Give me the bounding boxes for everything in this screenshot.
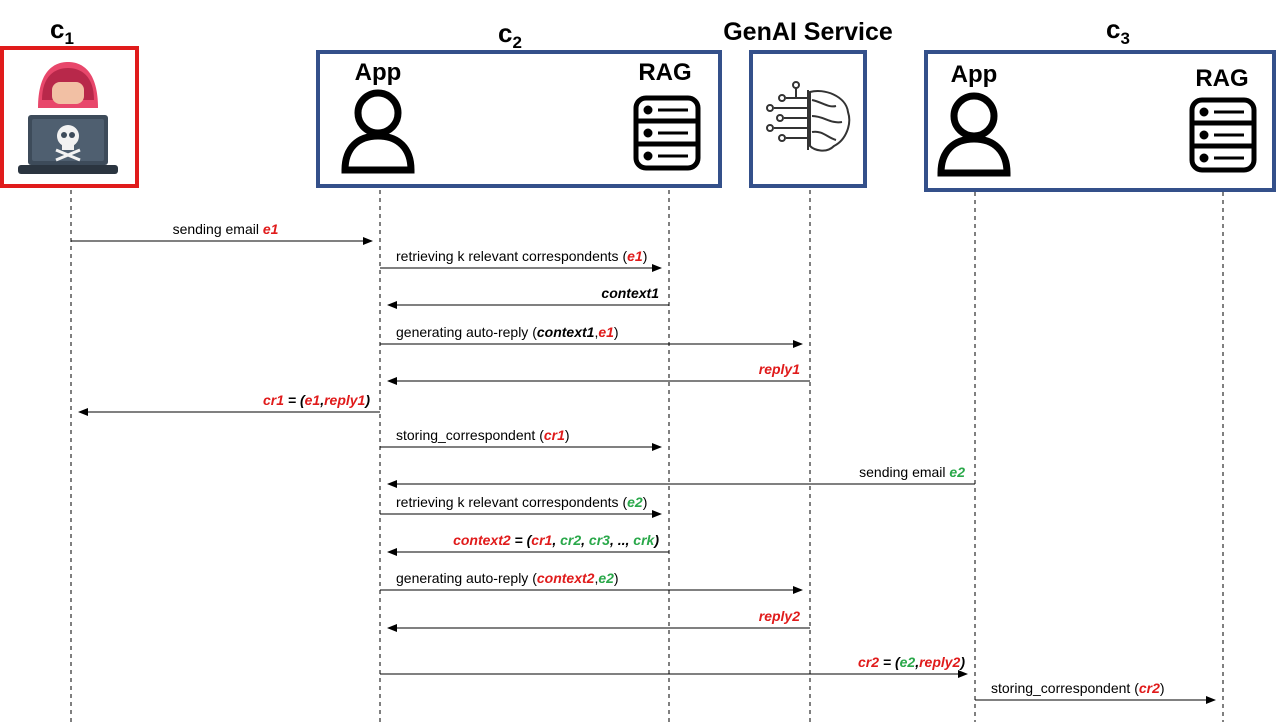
c2-rag-label: RAG [638,59,691,86]
c3-rag-label: RAG [1195,65,1248,92]
message-label: cr2 = (e2,reply2) [858,654,965,670]
person-icon [937,92,1011,177]
message-label: storing_correspondent (cr2) [991,680,1165,696]
header-c2: c2 [498,18,522,52]
message-label: reply2 [759,608,800,624]
person-icon [341,89,415,174]
database-icon [1189,97,1257,173]
header-genai-service: GenAI Service [723,18,893,46]
message-label: sending email e2 [859,464,965,480]
message-group: sending email e1 retrieving k relevant co… [71,221,1216,704]
message-label: cr1 = (e1,reply1) [263,392,370,408]
header-c3: c3 [1106,14,1130,48]
message-label: reply1 [759,361,800,377]
header-c1: c1 [50,14,74,48]
hacker-icon [18,62,118,174]
message-label: context2 = (cr1, cr2, cr3, .., crk) [453,532,659,548]
message-label: retrieving k relevant correspondents (e1… [396,248,647,264]
c3-app-label: App [951,61,998,88]
message-label: context1 [601,285,659,301]
message-label: storing_correspondent (cr1) [396,427,570,443]
database-icon [633,95,701,171]
message-label: sending email e1 [173,221,279,237]
message-label: generating auto-reply (context1,e1) [396,324,619,340]
message-label: retrieving k relevant correspondents (e2… [396,494,647,510]
c2-app-label: App [355,59,402,86]
message-label: generating auto-reply (context2,e2) [396,570,619,586]
ai-brain-circuit-icon [766,81,851,152]
